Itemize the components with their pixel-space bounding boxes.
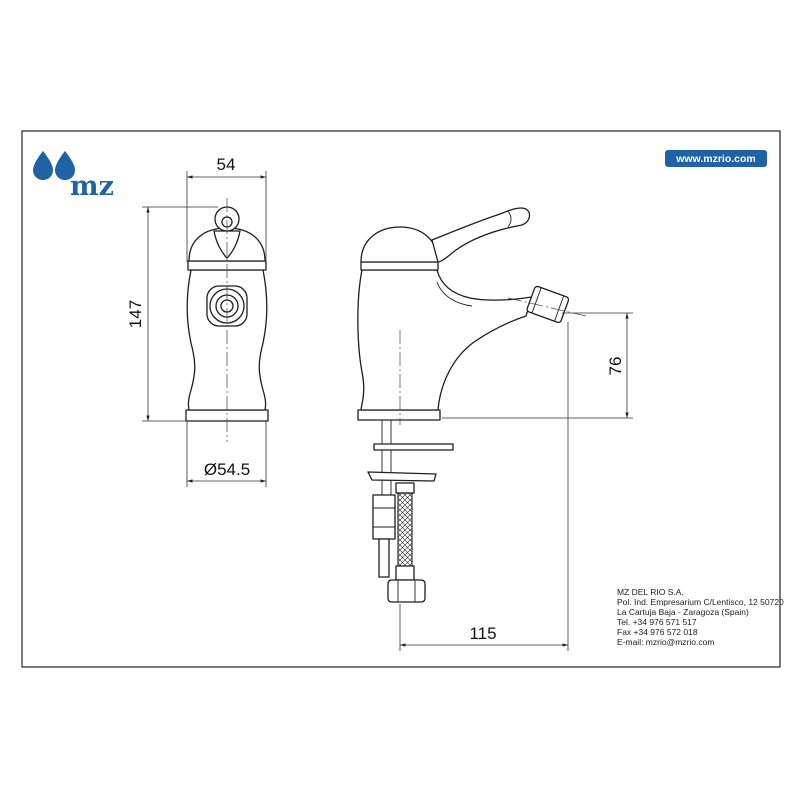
- company-address: Pol. Ind. Empresarium C/Lentisco, 12 507…: [617, 597, 784, 607]
- front-view: 54 147 Ø54.5: [126, 155, 269, 487]
- side-nozzle: [526, 285, 570, 324]
- side-lever-tip: [507, 210, 512, 228]
- side-view: 76 115: [357, 207, 633, 651]
- brand-logo: mz: [33, 151, 114, 202]
- tube-nut: [372, 494, 396, 540]
- company-name: MZ DEL RIO S.A.: [617, 587, 684, 597]
- dim-76-label: 76: [606, 357, 625, 376]
- braided-hose-collar-bottom: [395, 565, 415, 581]
- braided-hose: [397, 492, 413, 572]
- dim-147-label: 147: [126, 300, 145, 328]
- sheet-border: [21, 130, 781, 668]
- dim-115-label: 115: [469, 624, 496, 643]
- side-nozzle-ring-2: [554, 295, 565, 322]
- copper-tube: [378, 538, 390, 578]
- side-dome: [360, 226, 439, 263]
- company-phone: Tel. +34 976 571 517: [617, 617, 697, 627]
- water-drop-icon: [33, 151, 53, 180]
- dim-54-label: 54: [217, 155, 236, 174]
- company-info: MZ DEL RIO S.A. Pol. Ind. Empresarium C/…: [617, 587, 784, 647]
- website-link[interactable]: www.mzrio.com: [675, 153, 756, 165]
- logo-text: mz: [70, 171, 114, 202]
- side-nozzle-ring-1: [531, 287, 542, 314]
- side-nozzle-body: [526, 285, 570, 324]
- dim-diameter-label: Ø54.5: [204, 460, 250, 479]
- side-body-spout: [357, 269, 533, 411]
- fixing-plate: [373, 443, 454, 451]
- website-badge[interactable]: www.mzrio.com: [665, 150, 767, 167]
- website-badge-bg: [665, 150, 767, 167]
- hose-nut: [387, 579, 426, 603]
- horseshoe-washer: [367, 471, 437, 482]
- side-base: [357, 409, 441, 421]
- company-fax: Fax +34 976 572 018: [617, 627, 698, 637]
- company-city: La Cartuja Baja - Zaragoza (Spain): [617, 607, 749, 617]
- side-band: [360, 261, 439, 271]
- water-drop-icon: [55, 151, 75, 180]
- company-email[interactable]: E-mail: mzrio@mzrio.com: [617, 637, 714, 647]
- braided-hose-collar-top: [395, 482, 415, 494]
- side-body-contour: [436, 281, 473, 307]
- side-lever: [431, 207, 531, 263]
